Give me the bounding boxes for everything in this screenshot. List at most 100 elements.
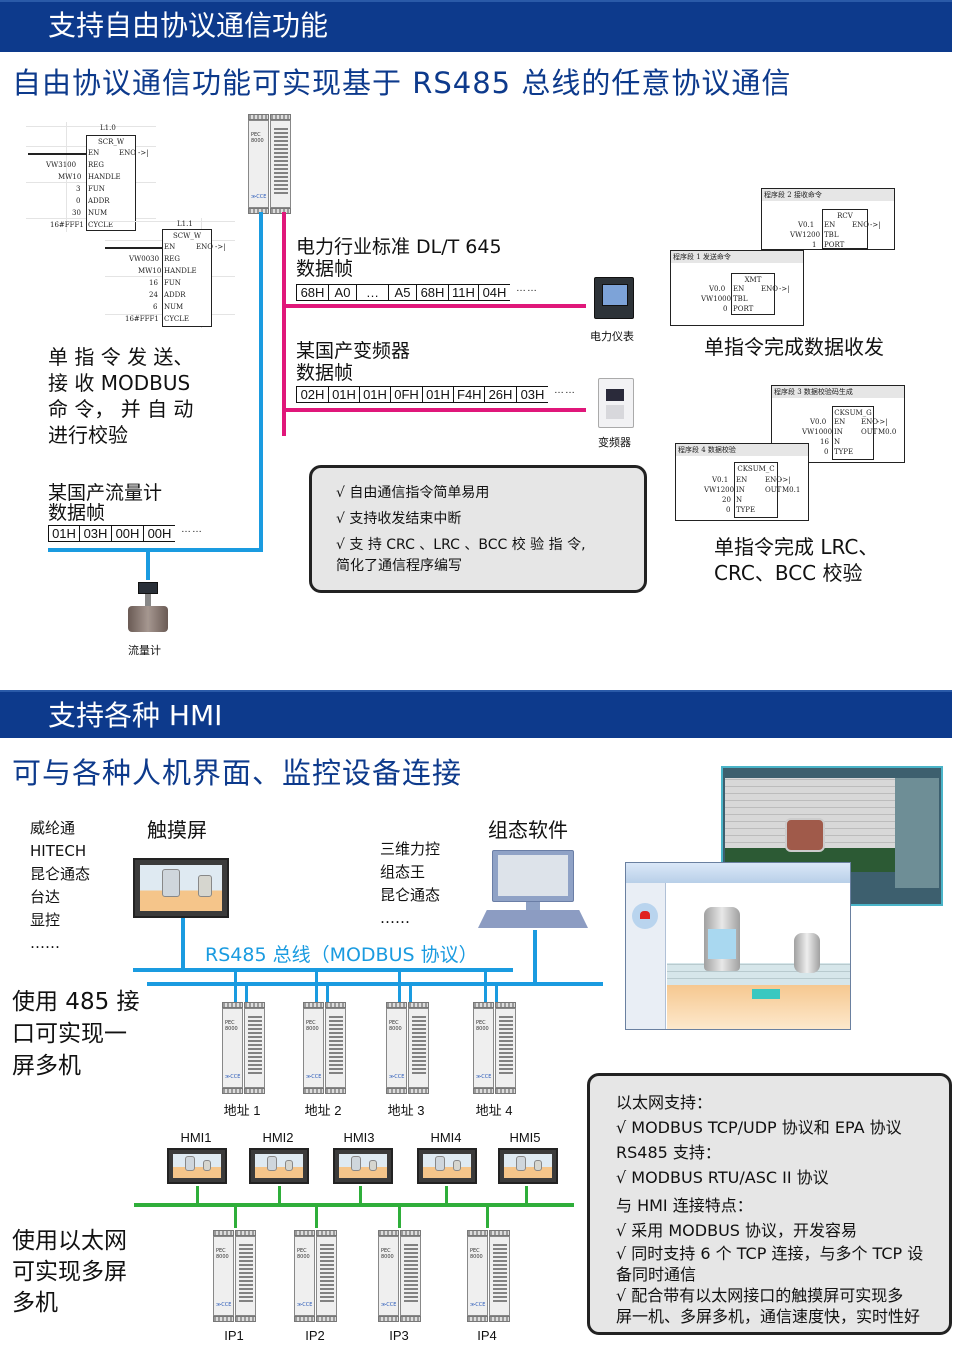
support-item: 备同时通信 — [616, 1265, 697, 1284]
support-item: √ 同时支持 6 个 TCP 连接，与多个 TCP 设 — [616, 1244, 924, 1263]
frame-cell: 01H — [422, 386, 453, 403]
rs485-drop-line — [484, 970, 487, 1004]
hmi-label: HMI3 — [343, 1130, 375, 1145]
section-band-free-protocol: 支持自由协议通信功能 — [0, 0, 952, 52]
pin-value: 16#FFF1 — [50, 221, 84, 229]
rs485-drop-line — [409, 984, 412, 1004]
caption-line: 单指令完成 LRC、 — [714, 535, 879, 559]
pin-value: 0 — [723, 305, 728, 313]
output-end: ->| — [870, 221, 881, 229]
support-item: √ MODBUS TCP/UDP 协议和 EPA 协议 — [616, 1118, 902, 1137]
program-segment-4: 程序段 4 数据校验 CKSUM_C EN IN N TYPE V0.1 VW1… — [675, 443, 809, 521]
frame-cell: 02H — [296, 386, 328, 403]
model-line2: 8000 — [251, 138, 264, 144]
pin-label: ADDR — [164, 291, 186, 299]
segment-title: 程序段 1 发送命令 — [671, 251, 803, 263]
desc-line: 多机 — [12, 1290, 58, 1316]
frame-ellipsis: …… — [516, 283, 538, 294]
block-name: SCR_W — [97, 138, 125, 146]
hmi-screen-4 — [417, 1148, 477, 1184]
band-title: 支持各种 HMI — [48, 699, 223, 732]
support-features-box: 以太网支持： √ MODBUS TCP/UDP 协议和 EPA 协议 RS485… — [587, 1073, 952, 1335]
xmt-rcv-caption: 单指令完成数据收发 — [704, 335, 884, 359]
ethernet-drop-line — [525, 1186, 528, 1204]
pin-label: ADDR — [88, 197, 110, 205]
desc-line: 进行校验 — [48, 423, 128, 447]
flowmeter-label: 流量计 — [128, 644, 161, 657]
pin-value: MW10 — [138, 267, 162, 275]
ladder-grid-line — [66, 122, 67, 232]
ladder-grid-line — [105, 247, 162, 249]
brand-item: …… — [380, 909, 410, 927]
function-block-rcv: RCV — [822, 209, 868, 249]
hmi-label: HMI1 — [180, 1130, 212, 1145]
pin-value: VW1200 — [790, 231, 821, 239]
vfd-title: 某国产变频器 — [296, 340, 411, 362]
address-label: 地址 4 — [475, 1103, 513, 1118]
vfd-frame: 02H 01H 01H 0FH 01H F4H 26H 03H …… — [296, 386, 576, 403]
frame-cell: 01H — [48, 525, 79, 542]
pin-label: N — [736, 496, 743, 504]
desc-line: 口可实现一 — [12, 1021, 127, 1047]
coil-label: L1.0 — [100, 124, 116, 132]
dlt645-title: 电力行业标准 DL/T 645 — [296, 236, 502, 258]
computer-drop — [533, 930, 537, 986]
pin-out: ENO — [761, 285, 778, 293]
pin-value: 0 — [824, 448, 829, 456]
pin-value: MW10 — [58, 173, 82, 181]
ethernet-bus — [134, 1203, 574, 1207]
segment-title: 程序段 3 数据校验码生成 — [772, 386, 904, 398]
output-end: ->| — [780, 476, 791, 484]
flowmeter-image — [128, 582, 168, 638]
pin-out: OUT — [765, 486, 782, 494]
pin-label: EN — [834, 418, 846, 426]
pin-label: NUM — [164, 303, 184, 311]
frame-cell: 68H — [296, 284, 328, 301]
pin-label: REG — [164, 255, 180, 263]
rs485-drop-line — [234, 970, 237, 1004]
block-name: RCV — [837, 212, 853, 220]
address-label: 地址 2 — [304, 1103, 342, 1118]
address-label: 地址 1 — [223, 1103, 261, 1118]
model-line1: PEC — [251, 132, 261, 138]
ip-label: IP3 — [389, 1328, 409, 1343]
hmi-screen-5 — [498, 1148, 558, 1184]
pin-value: VW1200 — [704, 486, 735, 494]
section-subtitle: 可与各种人机界面、监控设备连接 — [12, 756, 463, 790]
pin-value: 0 — [76, 197, 81, 205]
pin-label: HANDLE — [88, 173, 121, 181]
frame-cell: A5 — [388, 284, 416, 301]
pin-label: FUN — [88, 185, 105, 193]
brand-logo: ≫CCE — [251, 194, 267, 200]
pin-value: VW3100 — [46, 161, 77, 169]
support-item: √ 配合带有以太网接口的触摸屏可实现多 — [616, 1286, 904, 1305]
frame-cell: 0FH — [390, 386, 422, 403]
features-box: √ 自由通信指令简单易用 √ 支持收发结束中断 √ 支 持 CRC 、LRC 、… — [309, 465, 647, 593]
pin-out: ENO — [119, 149, 136, 157]
ladder-grid-line — [28, 153, 86, 155]
ethernet-drop-line — [196, 1186, 199, 1204]
pin-label: REG — [88, 161, 104, 169]
pin-value: 16 — [820, 438, 829, 446]
pin-out: ENO — [765, 476, 782, 484]
ethernet-drop-line — [359, 1186, 362, 1204]
pin-label: EN — [88, 149, 100, 157]
pin-label: PORT — [733, 305, 754, 313]
pin-value: 16 — [149, 279, 158, 287]
pin-label: EN — [736, 476, 748, 484]
power-meter-image — [594, 277, 634, 319]
rs485-bus-lower — [147, 982, 603, 986]
ladder-grid-line — [105, 221, 235, 222]
pin-value: 20 — [722, 496, 731, 504]
pin-label: TYPE — [834, 448, 854, 456]
ethernet-drop-line — [486, 1206, 489, 1228]
feature-item: 简化了通信程序编写 — [336, 558, 462, 574]
dlt645-subtitle: 数据帧 — [296, 258, 354, 280]
output-end: ->| — [877, 418, 888, 426]
output-value: M0.1 — [782, 486, 801, 494]
desc-line: 命 令， 并 自 动 — [48, 397, 194, 421]
function-block-cksum-c: CKSUM_C — [734, 462, 778, 518]
